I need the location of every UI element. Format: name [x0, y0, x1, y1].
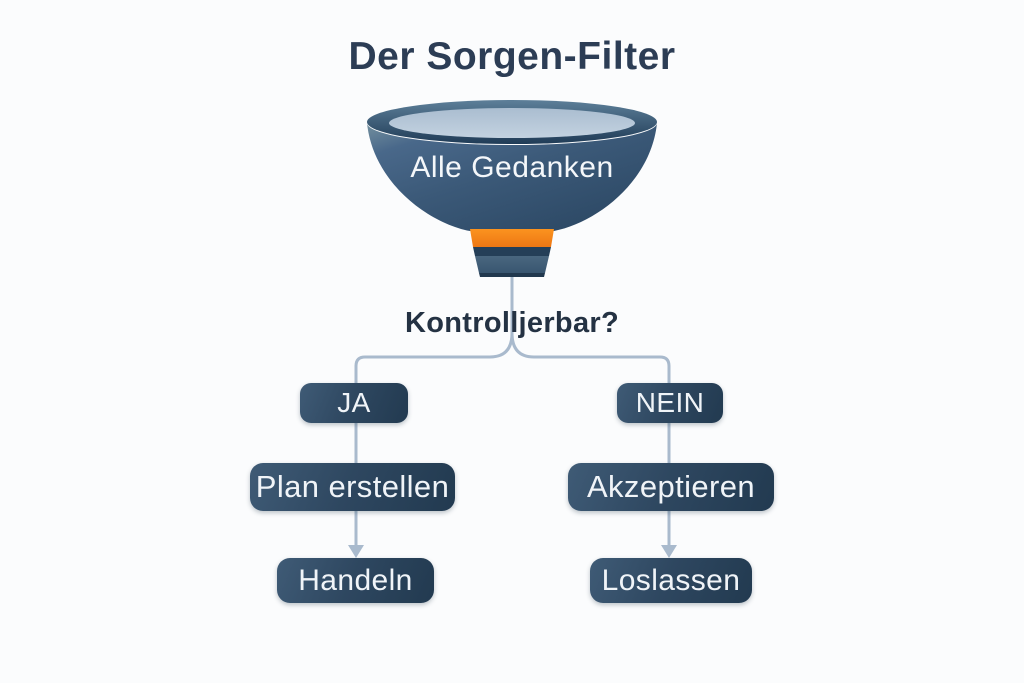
question-label: Kontrolljerbar? [405, 307, 619, 339]
step-box-loslassen: Loslassen [590, 558, 752, 603]
funnel-label: Alle Gedanken [410, 151, 614, 184]
step-box-akzeptieren: Akzeptieren [568, 463, 774, 511]
funnel-orange-band [470, 229, 554, 247]
funnel-icon [367, 100, 657, 277]
arrow-down-icon [661, 545, 677, 558]
step-box-plan-erstellen: Plan erstellen [250, 463, 455, 511]
decision-box-nein: NEIN [617, 383, 723, 423]
decision-box-ja: JA [300, 383, 408, 423]
step-box-handeln: Handeln [277, 558, 434, 603]
arrow-down-icon [348, 545, 364, 558]
connector-lines [348, 275, 677, 558]
page-title: Der Sorgen-Filter [348, 35, 676, 78]
